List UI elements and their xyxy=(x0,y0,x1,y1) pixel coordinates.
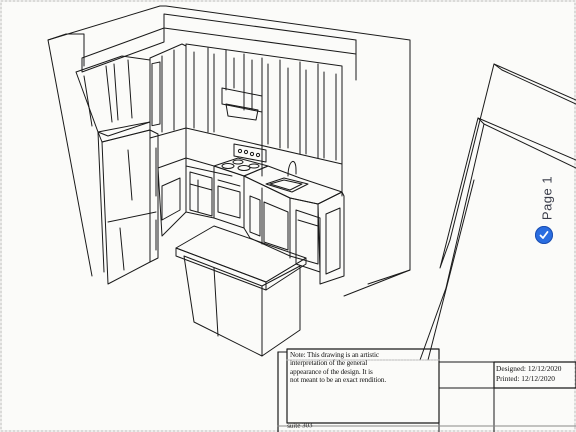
page-indicator-button[interactable] xyxy=(535,226,553,244)
base-cabinets-right xyxy=(244,176,318,264)
sink xyxy=(266,178,308,192)
soffit xyxy=(164,14,356,54)
stove-backguard xyxy=(234,144,266,162)
note-line-2: interpretation of the general xyxy=(290,359,368,368)
faucet xyxy=(288,161,296,176)
wall-outline-top xyxy=(160,6,410,270)
note-line-4: not meant to be an exact rendition. xyxy=(290,376,387,385)
check-icon xyxy=(539,231,549,239)
page-indicator-label: Page 1 xyxy=(539,175,555,221)
upper-cabinets-left xyxy=(150,44,186,138)
range-hood xyxy=(222,88,262,112)
designed-date: Designed: 12/12/2020 xyxy=(496,364,562,373)
printed-date: Printed: 12/12/2020 xyxy=(496,373,555,383)
note-line-3: appearance of the design. It is xyxy=(290,367,373,376)
upper-cabinets-back xyxy=(186,44,342,164)
island-body xyxy=(184,256,262,356)
note-line-1: Note: This drawing is an artistic xyxy=(290,351,379,359)
dishwasher xyxy=(296,210,320,272)
date-block: Designed: 12/12/2020 Printed: 12/12/2020 xyxy=(496,364,576,383)
drawing-note: Note: This drawing is an artistic interp… xyxy=(290,351,438,423)
footer-suite: suite 303 xyxy=(287,421,313,430)
